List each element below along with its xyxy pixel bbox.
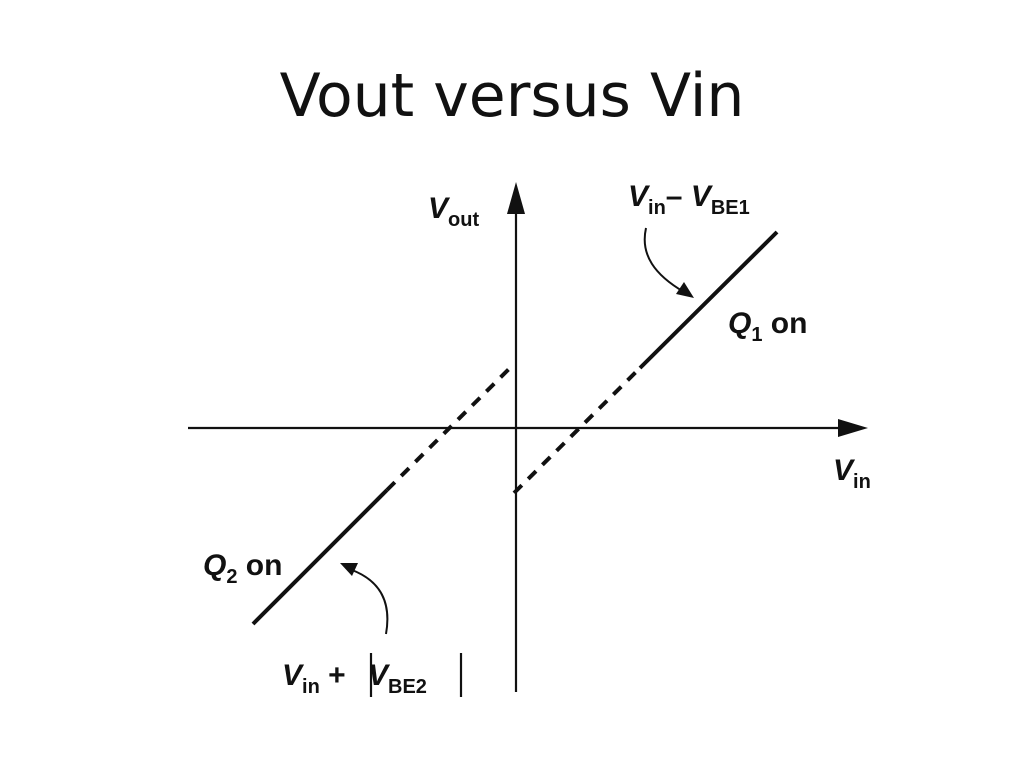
x-axis-arrow: [838, 419, 868, 437]
q2-on-label: Q2 on: [203, 549, 282, 588]
lower-annotation-arrow: [351, 569, 389, 635]
q1-on-label: Q1 on: [728, 307, 807, 346]
lower-formula-label: Vin + VBE2: [282, 659, 427, 698]
q2-solid-line: [251, 488, 389, 626]
upper-formula-label: Vin– VBE1: [628, 180, 750, 219]
lower-annotation-arrowhead: [340, 563, 358, 576]
y-axis-label: Vout: [428, 192, 479, 231]
q1-solid-line: [638, 230, 779, 370]
y-axis-arrow: [507, 182, 525, 214]
q1-dashed-line: [512, 366, 642, 495]
upper-annotation-arrowhead: [676, 282, 694, 298]
x-axis-label: Vin: [833, 454, 871, 493]
upper-annotation-arrow: [643, 227, 685, 293]
slide-title: Vout versus Vin: [279, 61, 745, 131]
q2-dashed-line: [385, 362, 516, 492]
